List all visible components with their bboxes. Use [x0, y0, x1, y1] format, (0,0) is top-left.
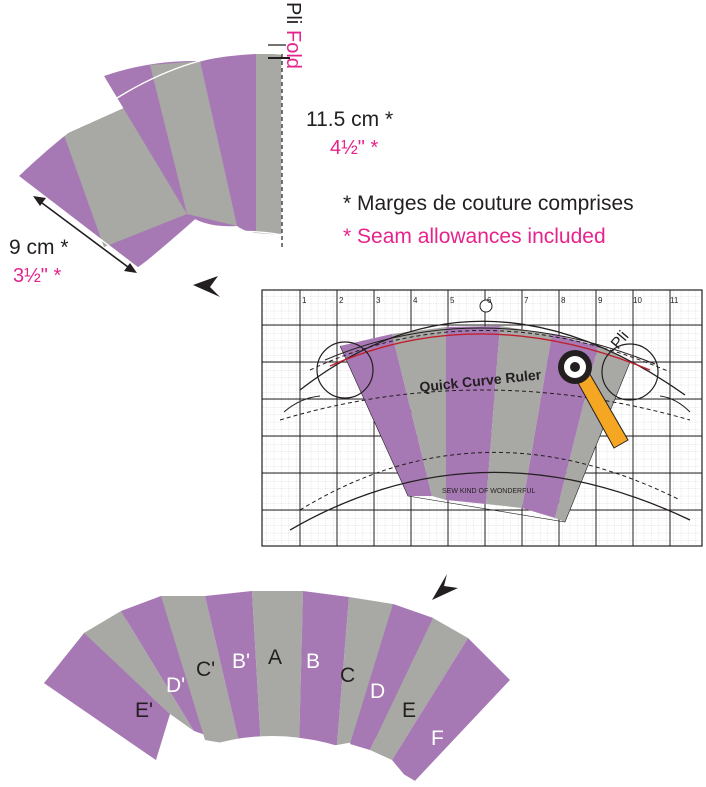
fan-seg-A [252, 591, 303, 748]
fabric-purple-2 [446, 326, 500, 504]
segment-labels: F' E' D' C' B' A B C D E F [76, 646, 444, 750]
fold-label-fr: Pli [282, 2, 304, 24]
seg-label: F [431, 727, 444, 750]
ruler-cutting-illustration [261, 289, 703, 547]
ruler-numbers: 1 2 3 4 5 6 7 8 9 10 11 [302, 296, 679, 305]
seg-label: E [402, 699, 416, 722]
ruler-num: 1 [302, 296, 307, 305]
ruler-num: 9 [598, 296, 603, 305]
height-dim-imperial: 4½" * [330, 137, 378, 159]
seg-label: D [370, 680, 385, 703]
step-arrow-2 [432, 574, 458, 600]
width-dim-imperial: 3½" * [13, 265, 61, 287]
half-fan-piece [16, 52, 283, 269]
width-dim-metric: 9 cm * [9, 236, 69, 259]
step-arrow-1 [193, 276, 220, 297]
fan-seg-C [337, 597, 393, 745]
ruler-num: 7 [524, 296, 529, 305]
ruler-num: 5 [450, 296, 455, 305]
segment-4b [150, 61, 237, 226]
ruler-num: 8 [561, 296, 566, 305]
seg-label: A [268, 646, 282, 669]
fan-seg-D-prime [121, 596, 217, 739]
fan-seg-E-prime [84, 611, 194, 731]
ruler-num: 6 [487, 296, 492, 305]
ruler-num: 4 [413, 296, 418, 305]
ruler-num: 10 [633, 296, 642, 305]
fan-seg-B [299, 591, 349, 748]
fan-seg-F [392, 638, 510, 784]
full-fan-piece [30, 591, 510, 787]
seg-label: C' [196, 658, 215, 681]
height-dim-metric: 11.5 cm * [306, 108, 393, 131]
seg-label: F' [76, 727, 93, 750]
fan-seg-E [370, 618, 468, 760]
width-dimension-arrow [33, 196, 137, 273]
ruler-num: 3 [376, 296, 381, 305]
ruler-num: 11 [670, 296, 679, 305]
seg-label: E' [135, 699, 153, 722]
rotary-cutter [558, 350, 629, 449]
fabric-gray-3 [555, 346, 630, 522]
seg-label: B [306, 650, 320, 673]
fan-seg-F-prime-fix [44, 633, 170, 760]
segment-5 [200, 54, 256, 233]
seg-label: C [340, 664, 355, 687]
fabric-gray-2 [486, 326, 552, 508]
ruler-brand: SEW KIND OF WONDERFUL [442, 488, 535, 495]
fabric-purple-1 [340, 334, 432, 496]
fold-label-en: Fold [282, 30, 304, 69]
note-fr: * Marges de couture comprises [343, 192, 634, 215]
seg-label: B' [232, 650, 250, 673]
ruler-num: 2 [339, 296, 344, 305]
fan-seg-C-prime-b [161, 596, 240, 746]
seg-label: D' [166, 674, 185, 697]
fan-seg-B-prime [205, 591, 261, 748]
note-en: * Seam allowances included [343, 225, 606, 248]
segment-6 [256, 54, 282, 235]
fabric-gray-1 [392, 327, 446, 500]
fan-seg-D-b [350, 604, 433, 750]
